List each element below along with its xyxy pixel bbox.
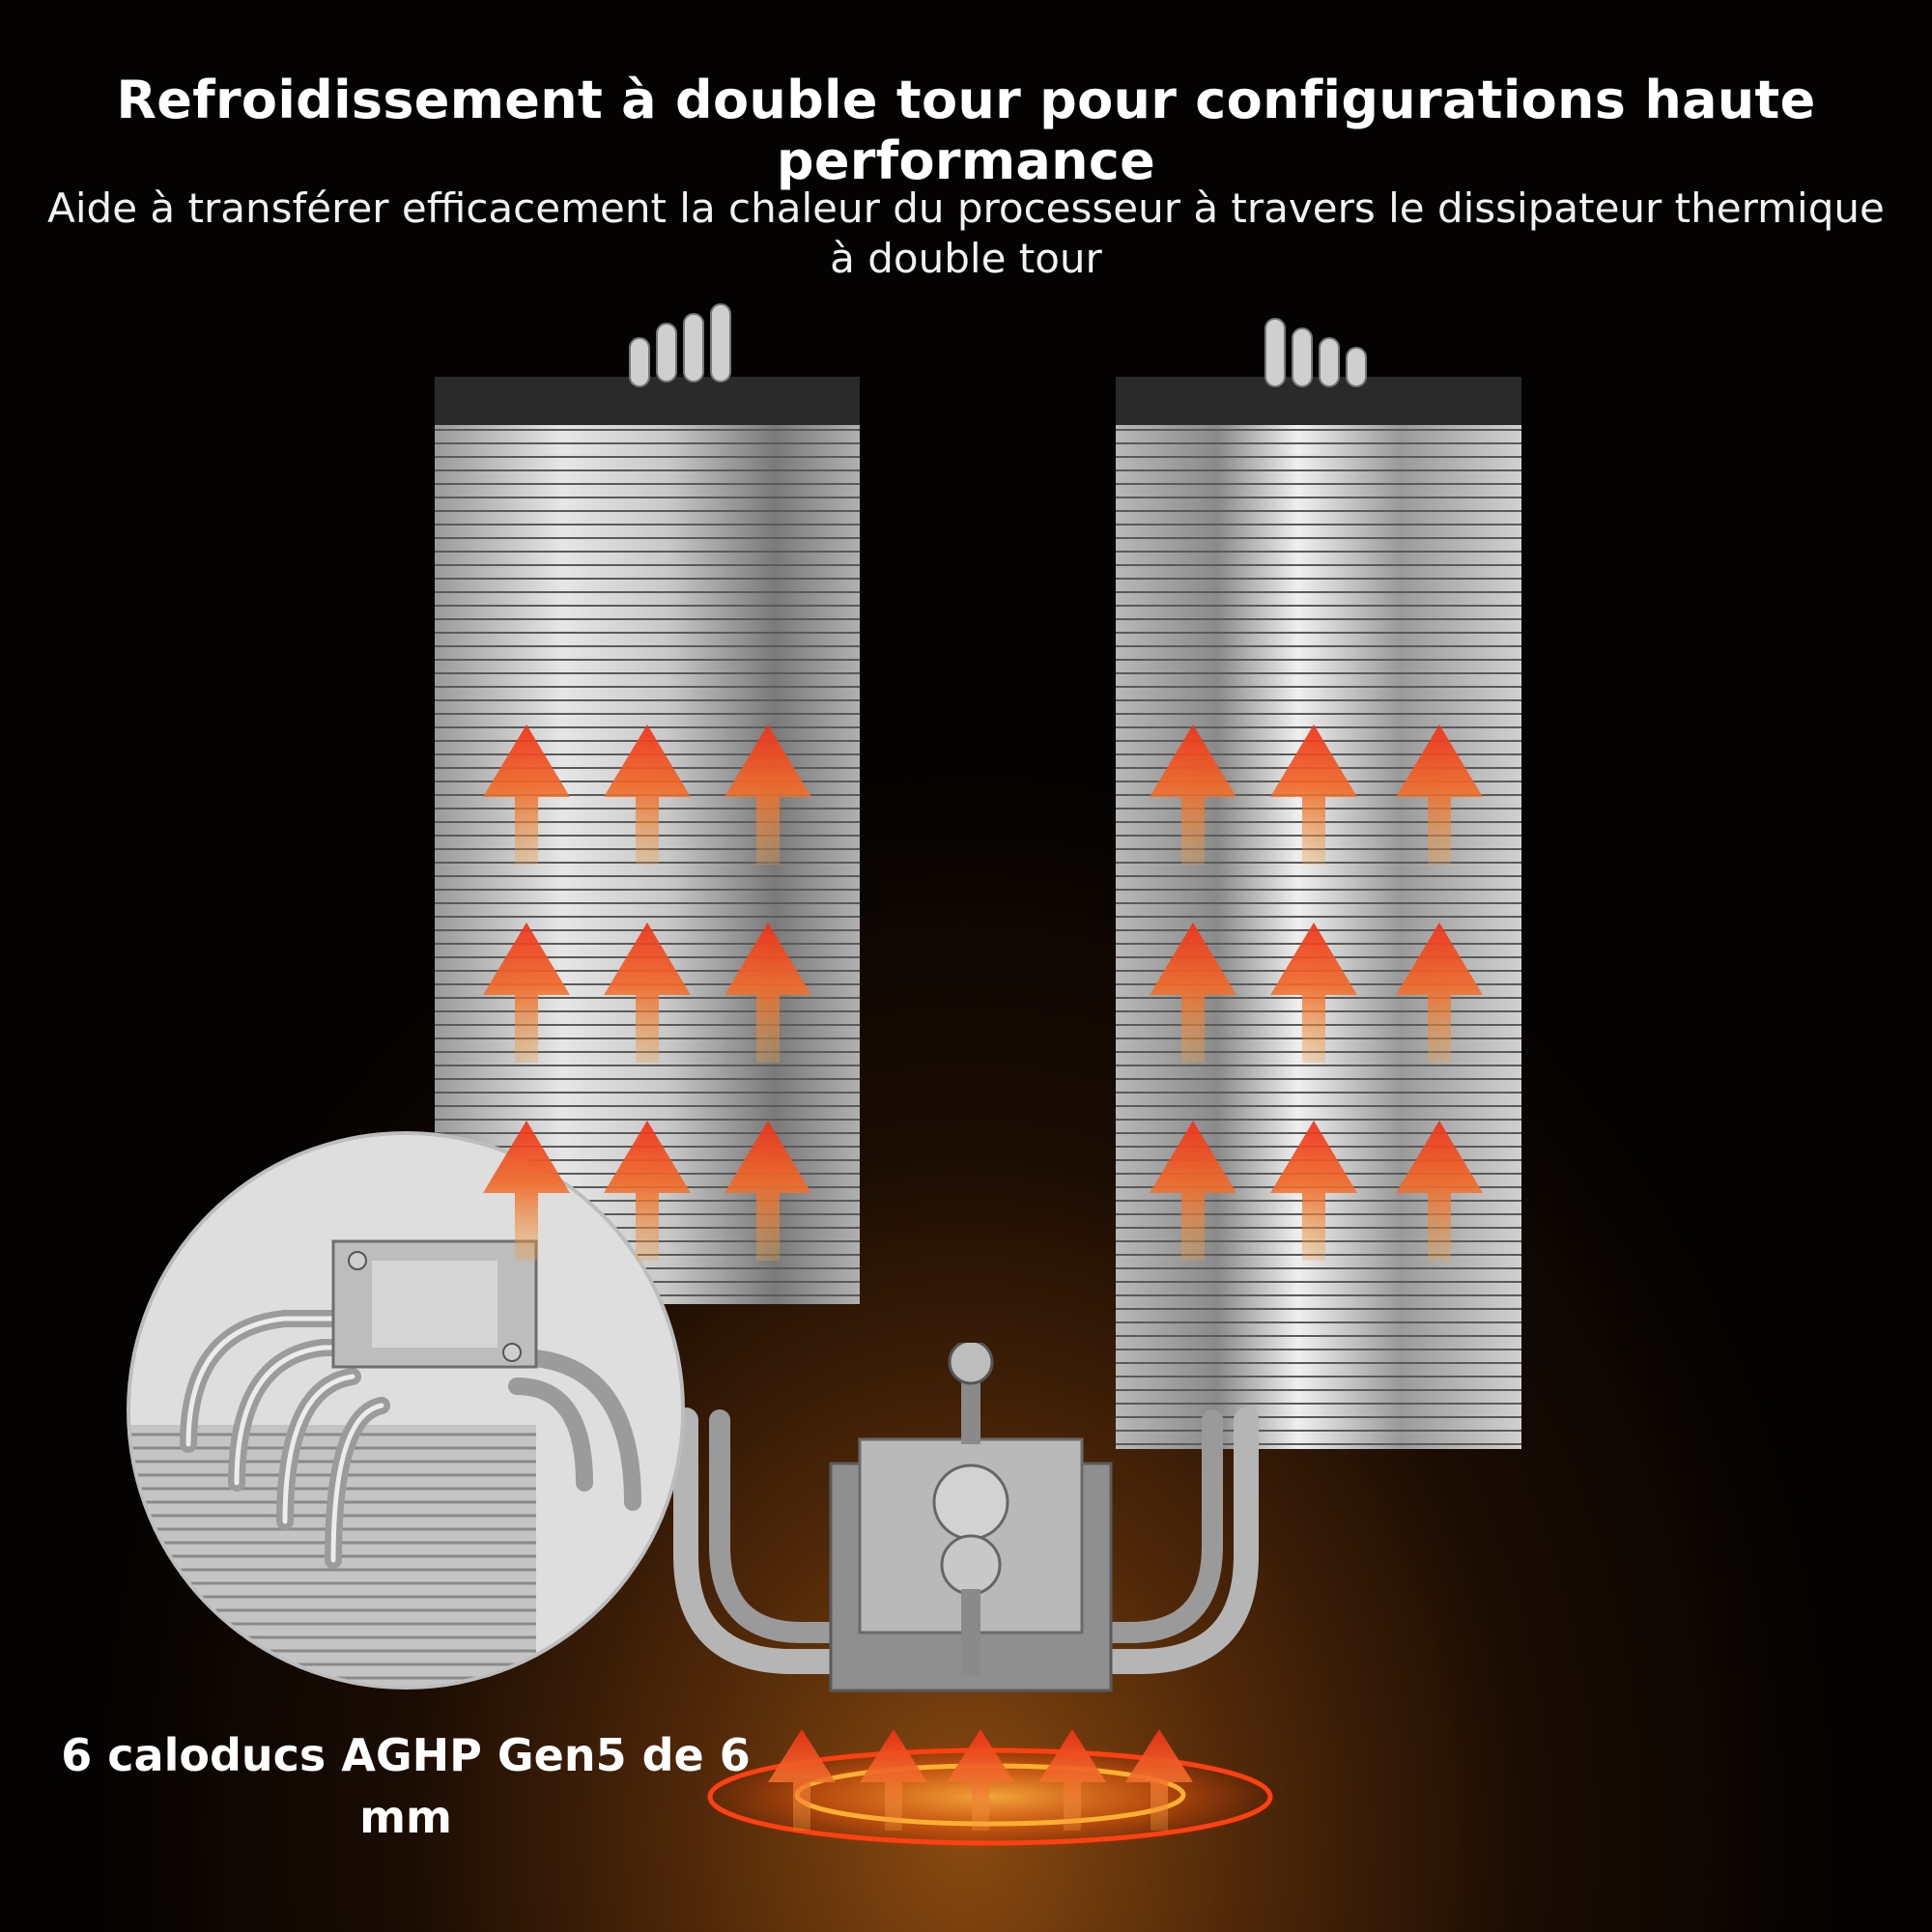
heat-arrow-icon	[604, 923, 691, 1063]
heat-arrow-icon	[1270, 724, 1357, 865]
heat-arrow-icon	[724, 724, 811, 865]
page-title: Refroidissement à double tour pour confi…	[116, 70, 1816, 191]
heat-arrow-icon	[1396, 1121, 1483, 1261]
heatpipe-caption: 6 caloducs AGHP Gen5 de 6 mm	[61, 1729, 751, 1843]
heat-arrow-icon	[1396, 923, 1483, 1063]
heat-arrow-icon	[1270, 1121, 1357, 1261]
heat-arrow-icon	[1270, 923, 1357, 1063]
heat-arrow-icon	[1396, 724, 1483, 865]
heat-arrow-icon	[860, 1729, 927, 1831]
heat-arrow-icon	[724, 923, 811, 1063]
heat-arrow-icon	[1150, 923, 1236, 1063]
heat-arrow-icon	[1150, 724, 1236, 865]
heat-arrow-icon	[1038, 1729, 1106, 1831]
heat-arrow-icon	[724, 1121, 811, 1261]
heatpipe-detail-inset	[130, 1135, 681, 1686]
heat-arrow-icon	[483, 724, 570, 865]
heat-arrow-icon	[1150, 1121, 1236, 1261]
heat-arrow-icon	[483, 923, 570, 1063]
heat-arrow-icon	[947, 1729, 1014, 1831]
mounting-base	[673, 1343, 1259, 1692]
heat-arrow-icon	[604, 1121, 691, 1261]
heat-arrow-icon	[604, 724, 691, 865]
heat-arrow-icon	[1125, 1729, 1193, 1831]
heat-arrow-icon	[768, 1729, 836, 1831]
heat-arrow-icon	[483, 1121, 570, 1261]
page-subtitle: Aide à transférer efficacement la chaleu…	[47, 185, 1885, 282]
